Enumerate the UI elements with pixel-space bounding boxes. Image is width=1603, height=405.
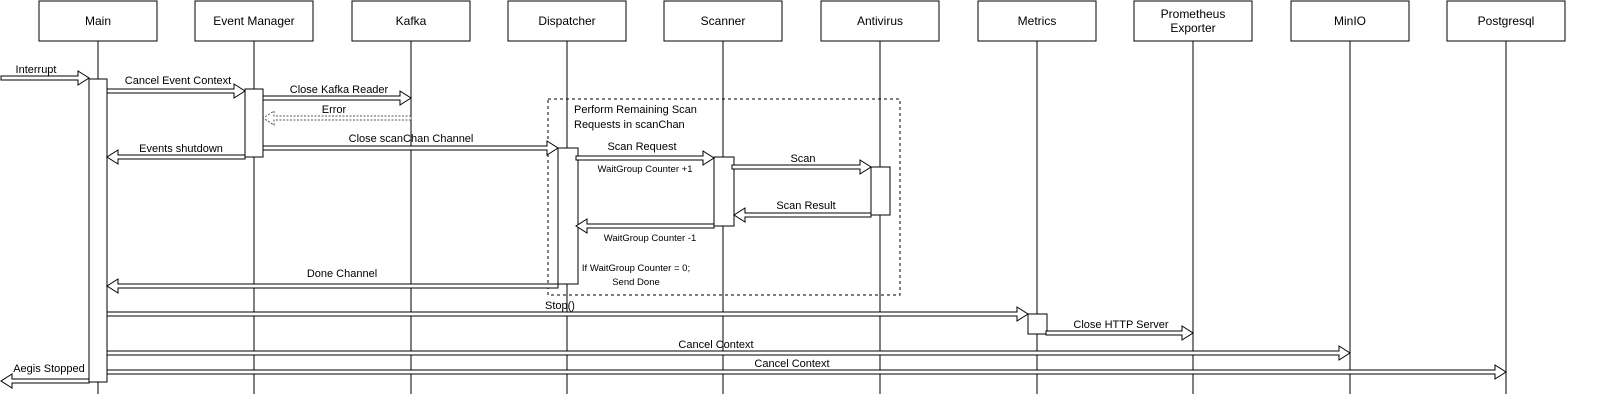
participant-label: Antivirus bbox=[857, 14, 903, 28]
arrow-interrupt bbox=[0, 70, 90, 86]
participant-dispatcher: Dispatcher bbox=[507, 0, 627, 42]
arrow-cancel-context-pg bbox=[106, 364, 1507, 380]
label-scan-result: Scan Result bbox=[776, 200, 835, 212]
participant-label: Scanner bbox=[701, 14, 746, 28]
note-send-done: Send Done bbox=[612, 277, 660, 288]
participant-metrics: Metrics bbox=[977, 0, 1097, 42]
label-cancel-event-context: Cancel Event Context bbox=[125, 75, 231, 87]
participant-label: Exporter bbox=[1170, 21, 1215, 35]
activation-event-manager bbox=[244, 88, 264, 158]
participant-event-manager: Event Manager bbox=[194, 0, 314, 42]
label-interrupt: Interrupt bbox=[16, 64, 57, 76]
participant-postgresql: Postgresql bbox=[1446, 0, 1566, 42]
label-error: Error bbox=[322, 104, 347, 116]
participant-label: MinIO bbox=[1334, 14, 1366, 28]
arrow-close-kafka-reader bbox=[262, 90, 412, 106]
participant-label: Prometheus bbox=[1161, 7, 1226, 21]
participant-label: Postgresql bbox=[1478, 14, 1535, 28]
arrow-close-http-server bbox=[1045, 325, 1194, 341]
participant-label: Main bbox=[85, 14, 111, 28]
arrow-scan bbox=[731, 159, 872, 175]
frame-label: Requests in scanChan bbox=[574, 119, 685, 131]
label-aegis-stopped: Aegis Stopped bbox=[13, 363, 85, 375]
arrow-aegis-stopped bbox=[0, 373, 90, 389]
participant-antivirus: Antivirus bbox=[820, 0, 940, 42]
frame-border bbox=[547, 98, 901, 296]
activation-metrics bbox=[1027, 313, 1048, 335]
arrow-cancel-event-context bbox=[106, 83, 246, 99]
arrow-scan-request bbox=[575, 150, 715, 166]
arrow-scan-result bbox=[733, 207, 872, 223]
activation-antivirus bbox=[870, 166, 891, 216]
activation-dispatcher bbox=[557, 147, 579, 285]
participant-scanner: Scanner bbox=[663, 0, 783, 42]
label-scan-request: Scan Request bbox=[607, 141, 676, 153]
arrow-done-channel bbox=[106, 278, 559, 294]
arrow-events-shutdown bbox=[106, 149, 246, 165]
label-cancel-context-pg: Cancel Context bbox=[754, 358, 829, 370]
label-events-shutdown: Events shutdown bbox=[139, 143, 223, 155]
label-scan: Scan bbox=[790, 153, 815, 165]
participant-label: Metrics bbox=[1018, 14, 1057, 28]
label-close-kafka-reader: Close Kafka Reader bbox=[290, 84, 389, 96]
message-arrows bbox=[0, 70, 1507, 389]
participant-label: Event Manager bbox=[213, 14, 294, 28]
arrow-stop bbox=[106, 306, 1029, 322]
frame-label: Perform Remaining Scan bbox=[574, 104, 697, 116]
activation-main bbox=[88, 78, 108, 383]
participant-label: Dispatcher bbox=[538, 14, 595, 28]
sublabel-waitgroup-minus: WaitGroup Counter -1 bbox=[604, 233, 697, 244]
arrow-error bbox=[262, 110, 412, 126]
activation-bars bbox=[88, 78, 1048, 383]
note-send-done: If WaitGroup Counter = 0; bbox=[582, 263, 690, 274]
participant-main: Main bbox=[38, 0, 158, 42]
participant-heads: Main Event Manager Kafka Dispatcher Scanner A… bbox=[38, 0, 1566, 42]
label-cancel-context-minio: Cancel Context bbox=[678, 339, 753, 351]
label-stop: Stop() bbox=[545, 300, 575, 312]
activation-scanner bbox=[713, 156, 735, 227]
label-close-scanchan: Close scanChan Channel bbox=[349, 133, 474, 145]
participant-minio: MinIO bbox=[1290, 0, 1410, 42]
label-done-channel: Done Channel bbox=[307, 268, 377, 280]
arrow-cancel-context-minio bbox=[106, 345, 1351, 361]
label-close-http-server: Close HTTP Server bbox=[1073, 319, 1168, 331]
participant-label: Kafka bbox=[396, 14, 427, 28]
participant-kafka: Kafka bbox=[351, 0, 471, 42]
sublabel-scan-request: WaitGroup Counter +1 bbox=[598, 164, 693, 175]
arrow-waitgroup-minus bbox=[575, 218, 715, 234]
arrow-close-scanchan bbox=[262, 140, 559, 156]
